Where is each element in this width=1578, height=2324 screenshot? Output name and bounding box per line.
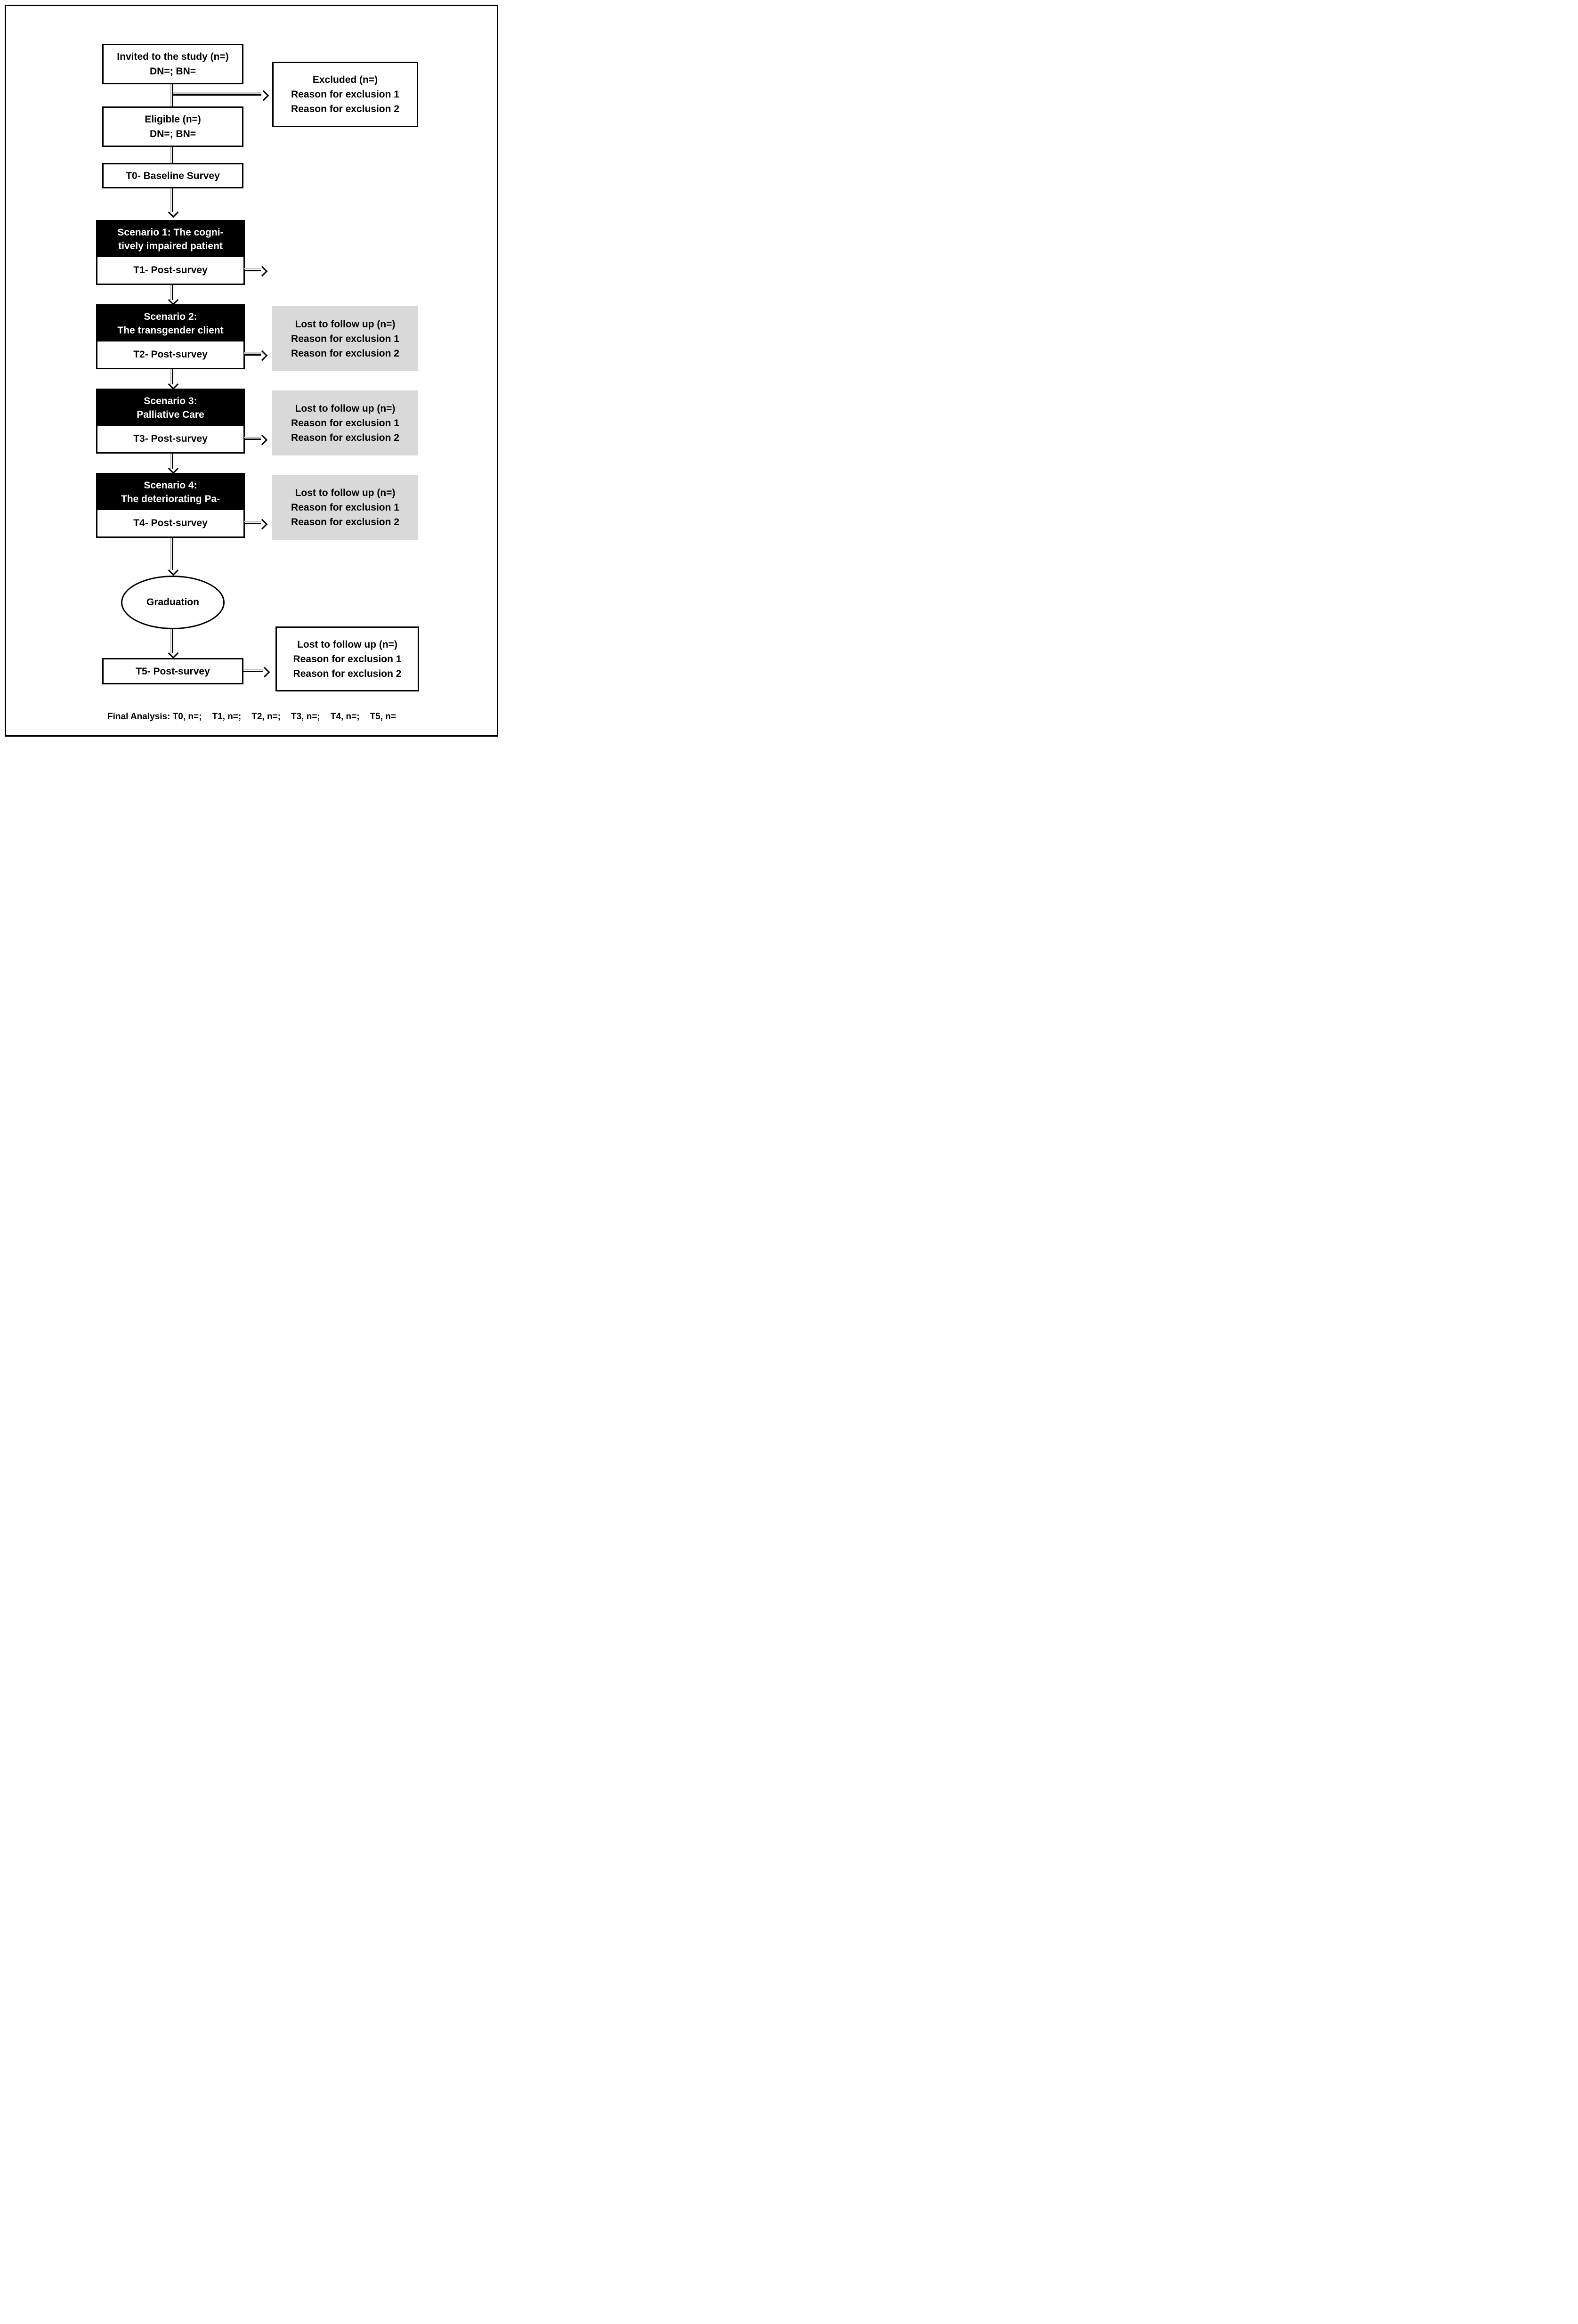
arrow-to-excluded [173, 94, 261, 96]
arrow-t0-scenario1 [172, 188, 173, 212]
t0-label: T0- Baseline Survey [126, 170, 220, 181]
lost-to-follow-up-box-s4: Lost to follow up (n=) Reason for exclus… [272, 475, 418, 540]
arrow-scenario2-scenario3 [172, 369, 173, 384]
scenario-3-box: Scenario 3: Palliative Care T3- Post-sur… [96, 389, 245, 454]
graduation-ellipse: Graduation [121, 576, 225, 629]
lost-to-follow-up-box-s3: Lost to follow up (n=) Reason for exclus… [272, 390, 418, 455]
eligible-line-1: Eligible (n=) [145, 114, 201, 125]
arrow-from-t3 [244, 439, 261, 440]
scenario-4-box: Scenario 4: The deteriorating Pa- T4- Po… [96, 473, 245, 538]
lost-t5-line-2: Reason for exclusion 1 [293, 653, 402, 665]
scenario-2-header-line-2: The transgender client [117, 325, 224, 336]
lost-s2-line-1: Lost to follow up (n=) [295, 318, 396, 330]
scenario-1-header-line-1: Scenario 1: The cogni- [117, 227, 224, 238]
final-analysis-item: T5, n= [370, 712, 396, 722]
t3-post-survey-box: T3- Post-survey [97, 426, 243, 452]
excluded-line-3: Reason for exclusion 2 [291, 104, 399, 114]
lost-to-follow-up-box-s2: Lost to follow up (n=) Reason for exclus… [272, 306, 418, 371]
eligible-line-2: DN=; BN= [149, 129, 196, 139]
t1-post-survey-box: T1- Post-survey [97, 257, 243, 284]
lost-s2-line-2: Reason for exclusion 1 [291, 333, 399, 344]
scenario-2-box: Scenario 2: The transgender client T2- P… [96, 304, 245, 369]
t0-baseline-box: T0- Baseline Survey [102, 163, 243, 188]
arrow-graduation-t5 [172, 629, 173, 653]
lost-s3-line-2: Reason for exclusion 1 [291, 417, 399, 429]
lost-s2-line-3: Reason for exclusion 2 [291, 348, 399, 359]
lost-s3-line-3: Reason for exclusion 2 [291, 432, 399, 443]
outer-border [5, 5, 498, 737]
flow-diagram: Invited to the study (n=) DN=; BN= Exclu… [0, 0, 503, 741]
excluded-line-1: Excluded (n=) [312, 74, 378, 85]
eligible-box: Eligible (n=) DN=; BN= [102, 106, 243, 147]
scenario-2-header-line-1: Scenario 2: [144, 311, 197, 322]
connector-invited-eligible [172, 84, 173, 106]
invited-line-2: DN=; BN= [149, 66, 196, 77]
invited-line-1: Invited to the study (n=) [117, 51, 229, 62]
lost-to-follow-up-box-t5: Lost to follow up (n=) Reason for exclus… [275, 626, 419, 691]
scenario-3-header-line-1: Scenario 3: [144, 396, 197, 406]
lost-s3-line-1: Lost to follow up (n=) [295, 403, 396, 414]
arrow-from-t1 [244, 270, 261, 271]
scenario-1-box: Scenario 1: The cogni- tively impaired p… [96, 220, 245, 285]
final-analysis-item: Final Analysis: T0, n=; [107, 712, 202, 722]
scenario-1-header: Scenario 1: The cogni- tively impaired p… [97, 221, 243, 257]
arrow-scenario1-scenario2 [172, 285, 173, 300]
final-analysis-item: T3, n=; [291, 712, 320, 722]
t5-label: T5- Post-survey [136, 666, 210, 677]
lost-s4-line-3: Reason for exclusion 2 [291, 516, 399, 528]
arrow-scenario3-scenario4 [172, 454, 173, 469]
final-analysis-line: Final Analysis: T0, n=; T1, n=; T2, n=; … [14, 709, 489, 724]
lost-s4-line-2: Reason for exclusion 1 [291, 502, 399, 513]
lost-t5-line-3: Reason for exclusion 2 [293, 668, 402, 679]
excluded-line-2: Reason for exclusion 1 [291, 89, 399, 100]
lost-s4-line-1: Lost to follow up (n=) [295, 487, 396, 498]
scenario-4-header-line-1: Scenario 4: [144, 480, 197, 491]
scenario-4-header: Scenario 4: The deteriorating Pa- [97, 474, 243, 510]
scenario-3-header: Scenario 3: Palliative Care [97, 390, 243, 426]
lost-t5-line-1: Lost to follow up (n=) [297, 639, 397, 650]
scenario-4-header-line-2: The deteriorating Pa- [121, 494, 220, 504]
arrow-from-t2 [244, 354, 261, 356]
scenario-1-header-line-2: tively impaired patient [118, 241, 223, 252]
final-analysis-item: T4, n=; [330, 712, 360, 722]
scenario-3-header-line-2: Palliative Care [137, 409, 204, 420]
arrow-scenario4-graduation [172, 538, 173, 570]
t5-post-survey-box: T5- Post-survey [102, 658, 243, 684]
connector-eligible-t0 [172, 147, 173, 163]
t2-post-survey-box: T2- Post-survey [97, 341, 243, 368]
arrow-from-t4 [244, 523, 261, 524]
invited-box: Invited to the study (n=) DN=; BN= [102, 44, 243, 84]
arrow-from-t5 [243, 671, 263, 672]
final-analysis-item: T1, n=; [212, 712, 242, 722]
graduation-label: Graduation [146, 597, 199, 608]
excluded-box: Excluded (n=) Reason for exclusion 1 Rea… [272, 62, 418, 127]
final-analysis-item: T2, n=; [251, 712, 281, 722]
scenario-2-header: Scenario 2: The transgender client [97, 306, 243, 341]
t4-post-survey-box: T4- Post-survey [97, 510, 243, 536]
